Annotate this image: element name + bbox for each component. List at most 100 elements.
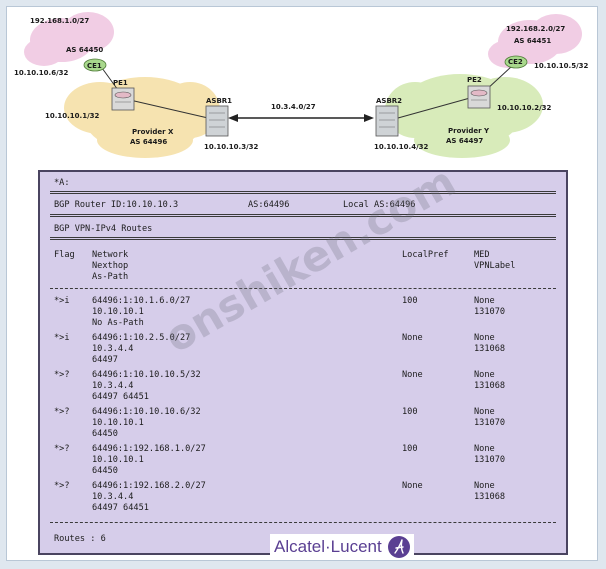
- route-nexthop: 10.10.10.1: [92, 455, 144, 465]
- route-localpref: 100: [402, 407, 418, 417]
- route-network: 64496:1:192.168.1.0/27: [92, 444, 206, 454]
- route-localpref: 100: [402, 444, 418, 454]
- route-vpn-label: 131068: [474, 381, 506, 391]
- separator-dashed: [50, 288, 556, 289]
- pe1-router-icon: [111, 87, 135, 111]
- route-network: 64496:1:10.2.5.0/27: [92, 333, 191, 343]
- route-as-path: No As-Path: [92, 318, 144, 328]
- ce1-prefix-label: 192.168.1.0/27: [30, 17, 90, 25]
- route-flag: *>i: [54, 296, 70, 306]
- header-vpnlabel: VPNLabel: [474, 261, 516, 271]
- route-network: 64496:1:10.1.6.0/27: [92, 296, 191, 306]
- asbr2-address-label: 10.10.10.4/32: [374, 143, 429, 151]
- route-as-path: 64497 64451: [92, 503, 149, 513]
- link-arrow-right: [364, 114, 374, 122]
- route-flag: *>?: [54, 407, 70, 417]
- route-vpn-label: 131070: [474, 307, 506, 317]
- provider-x-name-label: Provider X: [132, 128, 174, 136]
- route-network: 64496:1:10.10.10.5/32: [92, 370, 201, 380]
- route-flag: *>i: [54, 333, 70, 343]
- pe1-address-label: 10.10.10.1/32: [45, 112, 100, 120]
- ce2-as-label: AS 64451: [514, 37, 552, 45]
- separator-double: [50, 191, 556, 194]
- provider-x-as-label: AS 64496: [130, 138, 168, 146]
- pe2-name-label: PE2: [467, 76, 482, 84]
- separator-double: [50, 214, 556, 217]
- route-entry: *>i 64496:1:10.2.5.0/27 10.3.4.4 64497 N…: [40, 333, 566, 370]
- separator-double: [50, 237, 556, 240]
- bgp-local-as: Local AS:64496: [343, 200, 416, 210]
- route-network: 64496:1:192.168.2.0/27: [92, 481, 206, 491]
- header-med: MED: [474, 250, 490, 260]
- route-med: None: [474, 333, 495, 343]
- ce1-as-label: AS 64450: [66, 46, 104, 54]
- route-nexthop: 10.3.4.4: [92, 344, 134, 354]
- route-as-path: 64450: [92, 466, 118, 476]
- separator-dashed: [50, 522, 556, 523]
- route-med: None: [474, 370, 495, 380]
- topology-graphics: [24, 12, 582, 158]
- route-nexthop: 10.3.4.4: [92, 492, 134, 502]
- alcatel-lucent-mark-icon: [387, 536, 410, 558]
- bgp-router-id: BGP Router ID:10.10.10.3: [54, 200, 179, 210]
- asbr2-name-label: ASBR2: [376, 97, 403, 105]
- ce1-address-label: 10.10.10.6/32: [14, 69, 69, 77]
- ce1-node-icon: [83, 58, 107, 72]
- route-med: None: [474, 296, 495, 306]
- customer-cloud-left: [24, 12, 114, 66]
- ce1-name-label: CE1: [87, 62, 102, 70]
- route-localpref: None: [402, 333, 423, 343]
- link-ce1-pe1: [101, 67, 119, 91]
- route-nexthop: 10.10.10.1: [92, 307, 144, 317]
- route-entry: *>? 64496:1:192.168.1.0/27 10.10.10.1 64…: [40, 444, 566, 481]
- route-med: None: [474, 444, 495, 454]
- route-as-path: 64497 64451: [92, 392, 149, 402]
- asbr2-router-icon: [375, 105, 399, 137]
- ce2-node-icon: [504, 55, 528, 69]
- link-arrow-left: [228, 114, 238, 122]
- asbr1-router-icon: [205, 105, 229, 137]
- asbr1-address-label: 10.10.10.3/32: [204, 143, 259, 151]
- route-localpref: None: [402, 370, 423, 380]
- inter-as-link-label: 10.3.4.0/27: [271, 103, 316, 111]
- route-med: None: [474, 481, 495, 491]
- route-vpn-label: 131070: [474, 418, 506, 428]
- route-vpn-label: 131070: [474, 455, 506, 465]
- header-network: Network: [92, 250, 129, 260]
- route-vpn-label: 131068: [474, 492, 506, 502]
- routes-count: Routes : 6: [54, 534, 106, 544]
- route-network: 64496:1:10.10.10.6/32: [92, 407, 201, 417]
- ce2-name-label: CE2: [508, 58, 523, 66]
- route-flag: *>?: [54, 444, 70, 454]
- route-as-path: 64497: [92, 355, 118, 365]
- pe2-router-icon: [467, 85, 491, 109]
- route-entry: *>? 64496:1:192.168.2.0/27 10.3.4.4 6449…: [40, 481, 566, 518]
- link-pe1-asbr1: [129, 99, 209, 119]
- header-as-path: As-Path: [92, 272, 129, 282]
- header-flag: Flag: [54, 250, 75, 260]
- bgp-output-panel: *A: BGP Router ID:10.10.10.3 AS:64496 Lo…: [38, 170, 568, 555]
- pe2-address-label: 10.10.10.2/32: [497, 104, 552, 112]
- route-entry: *>? 64496:1:10.10.10.6/32 10.10.10.1 644…: [40, 407, 566, 444]
- route-nexthop: 10.10.10.1: [92, 418, 144, 428]
- route-as-path: 64450: [92, 429, 118, 439]
- route-nexthop: 10.3.4.4: [92, 381, 134, 391]
- provider-y-as-label: AS 64497: [446, 137, 484, 145]
- network-topology-diagram: 192.168.1.0/27 AS 64450 CE1 10.10.10.6/3…: [0, 0, 606, 165]
- route-localpref: 100: [402, 296, 418, 306]
- header-nexthop: Nexthop: [92, 261, 129, 271]
- link-pe2-asbr2: [397, 97, 471, 119]
- pe1-name-label: PE1: [113, 79, 128, 87]
- route-flag: *>?: [54, 481, 70, 491]
- table-title: BGP VPN-IPv4 Routes: [54, 224, 153, 234]
- header-localpref: LocalPref: [402, 250, 449, 260]
- route-med: None: [474, 407, 495, 417]
- asbr1-name-label: ASBR1: [206, 97, 233, 105]
- provider-y-name-label: Provider Y: [448, 127, 490, 135]
- customer-cloud-right: [488, 14, 582, 68]
- route-entry: *>i 64496:1:10.1.6.0/27 10.10.10.1 No As…: [40, 296, 566, 333]
- route-flag: *>?: [54, 370, 70, 380]
- ce2-prefix-label: 192.168.2.0/27: [506, 25, 566, 33]
- logo-text: Alcatel·Lucent: [274, 537, 382, 556]
- cli-prompt: *A:: [54, 178, 70, 188]
